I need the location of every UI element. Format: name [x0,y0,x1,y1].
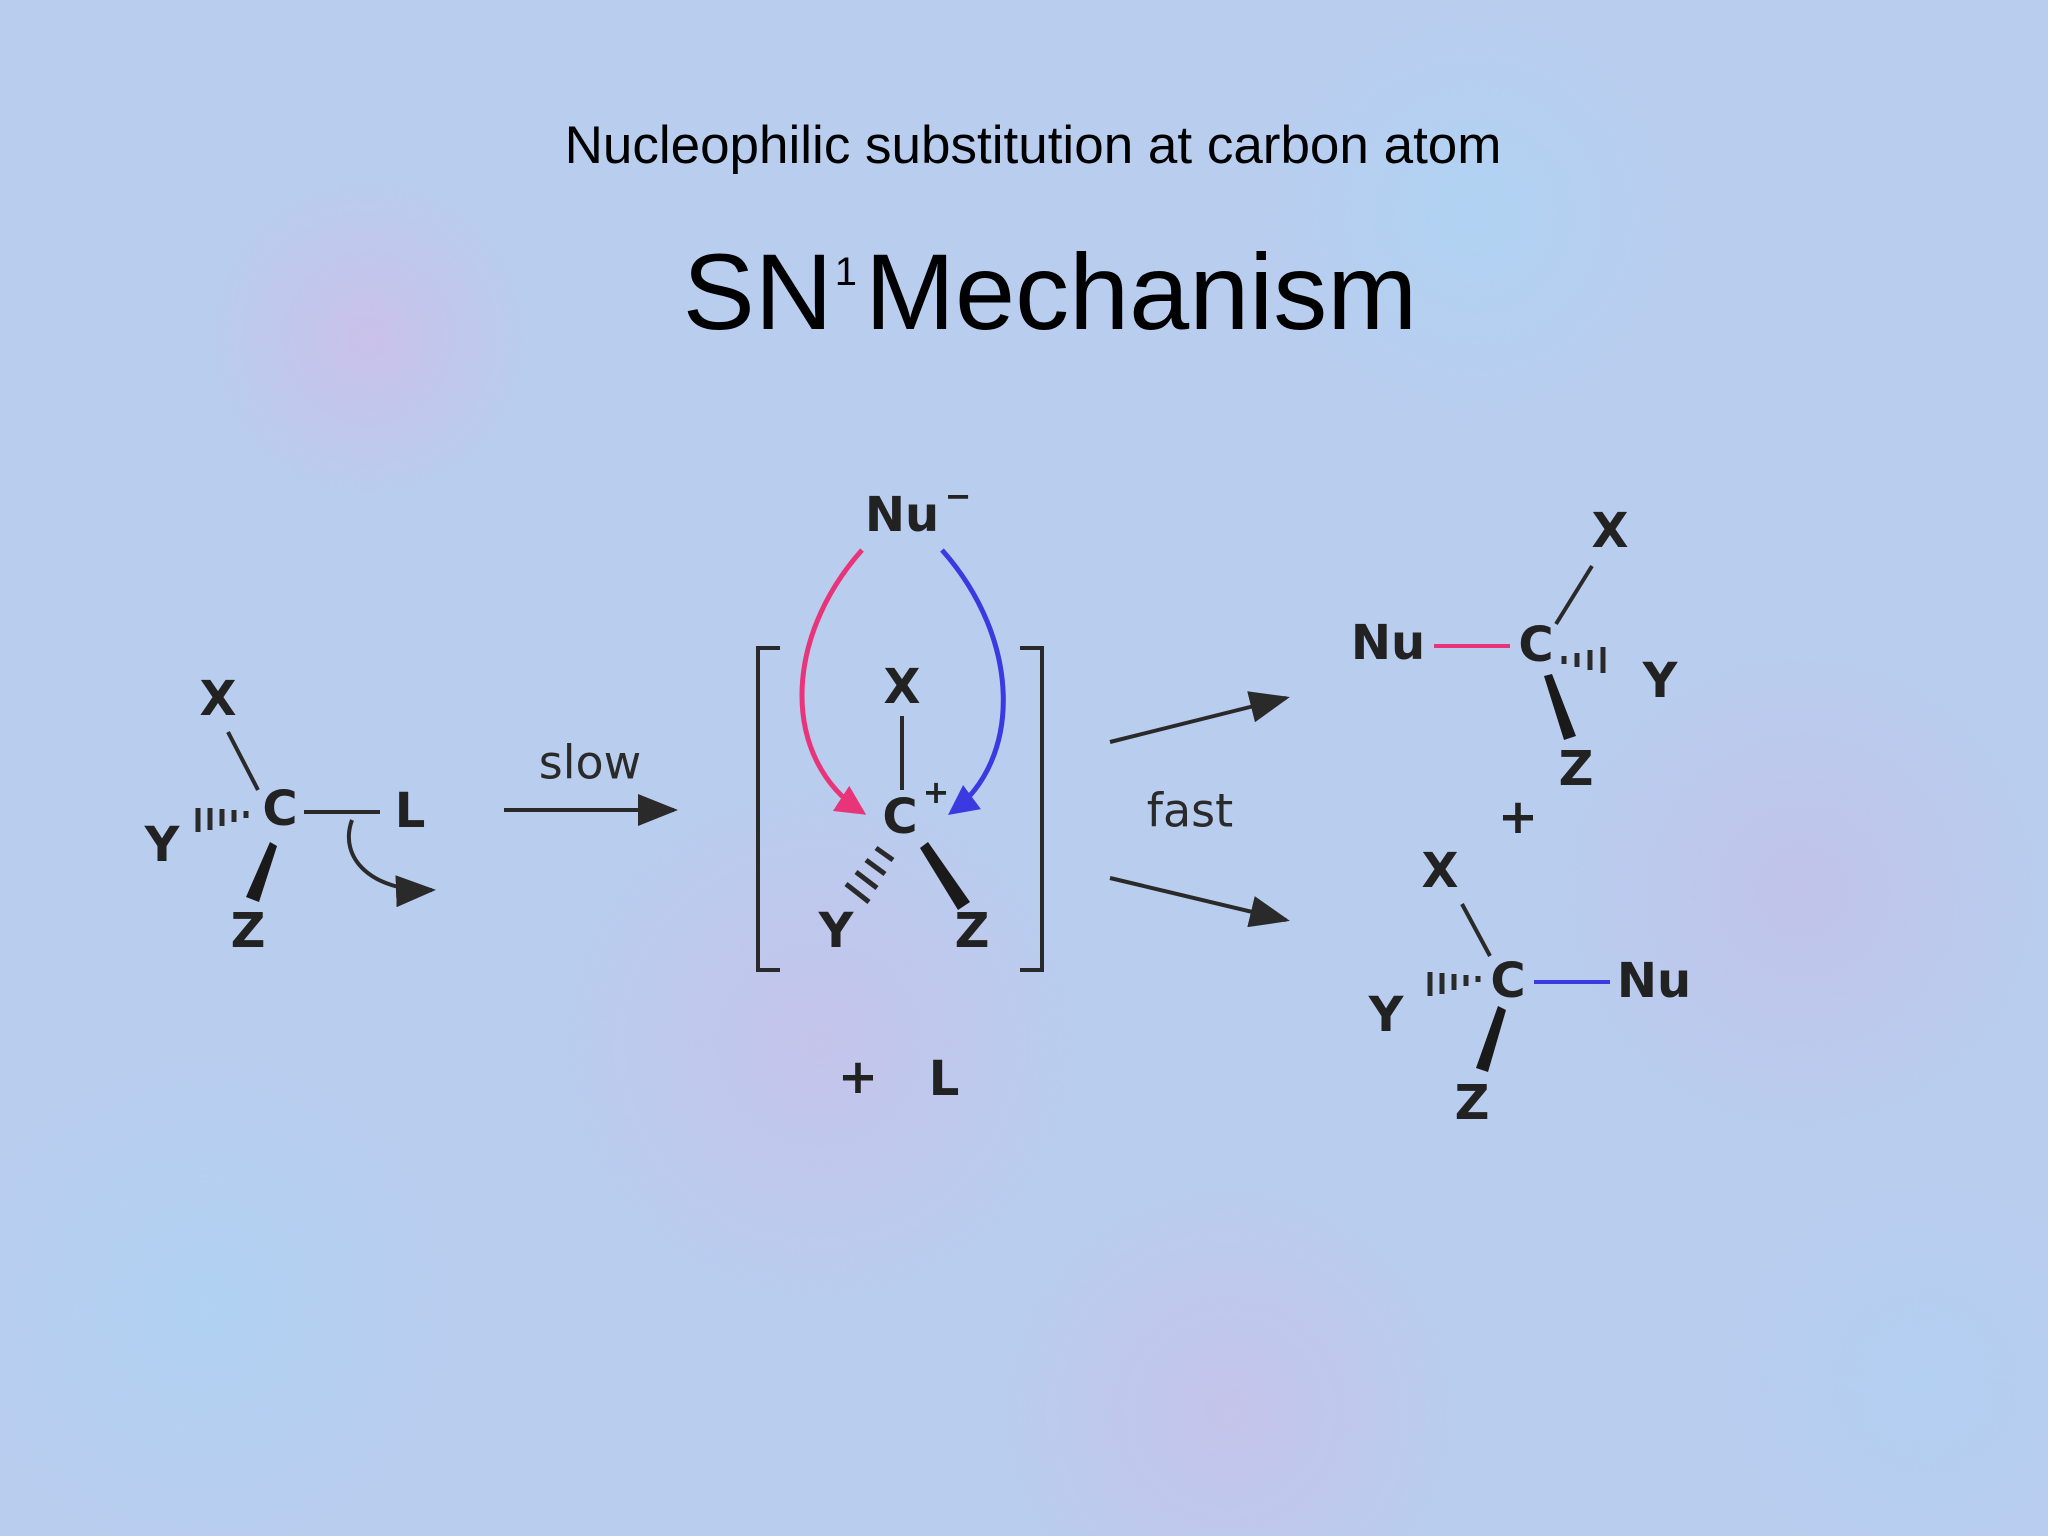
wedge-bond-c-z [246,842,277,902]
product1-y-label: Y [1642,653,1679,709]
nucleophile: Nu − [799,477,1006,815]
product-back-attack: X Y C Nu Z [1368,843,1692,1131]
intermediate-x-label: X [883,659,920,715]
product2-z-label: Z [1455,1075,1490,1131]
bond-c-x-product1 [1554,564,1594,626]
bond-c-x [226,731,260,791]
product1-c-label: C [1518,617,1553,673]
reactant-l-label: L [395,783,426,839]
bond-c-x-product2 [1460,903,1492,957]
product1-z-label: Z [1559,741,1594,797]
reactant-molecule: X Y C L Z [144,671,436,959]
reactant-c-label: C [262,781,297,837]
product1-nu-label: Nu [1351,615,1425,671]
carbocation-intermediate: X C + Y Z + L [756,646,1044,1107]
title-main: SN [682,231,833,352]
slow-label: slow [539,736,642,790]
reactant-z-label: Z [231,903,266,959]
slow-step: slow [504,736,678,826]
nucleophile-charge: − [945,477,972,515]
leaving-group-arrow [346,819,436,908]
intermediate-y-label: Y [818,903,855,959]
title-rest: Mechanism [865,231,1418,352]
front-attack-arrow [799,548,867,815]
left-bracket [756,646,780,972]
byproduct-plus: + [838,1049,878,1105]
slide-title: SN1Mechanism [0,212,2048,352]
hash-bond-c-y-intermediate [844,845,895,904]
intermediate-c-label: C [882,789,917,845]
intermediate-charge: + [923,773,950,811]
product-front-attack: Nu C X Y Z [1351,503,1679,797]
hash-bond-c-y-product2 [1427,972,1481,996]
product2-x-label: X [1421,843,1458,899]
fast-label: fast [1147,784,1233,838]
hash-bond-c-y-product1 [1561,647,1606,673]
nucleophile-symbol: Nu [865,487,939,543]
slide-subtitle: Nucleophilic substitution at carbon atom [564,116,1502,175]
intermediate-z-label: Z [955,903,990,959]
title-superscript: 1 [834,250,858,294]
products-plus: + [1498,789,1538,845]
reactant-y-label: Y [144,817,181,873]
fast-arrow-upper [1109,691,1290,744]
hash-bond-c-y [195,808,249,832]
byproduct-l-label: L [929,1051,960,1107]
wedge-bond-c-z-product2 [1476,1006,1506,1072]
wedge-bond-c-z-product1 [1544,674,1576,740]
product1-x-label: X [1591,503,1628,559]
product2-y-label: Y [1368,987,1405,1043]
back-attack-arrow [940,548,1006,815]
fast-arrow-lower [1109,876,1290,928]
wedge-bond-c-z-intermediate [920,842,970,910]
product2-c-label: C [1490,953,1525,1009]
reactant-x-label: X [199,671,236,727]
product2-nu-label: Nu [1617,953,1691,1009]
right-bracket [1020,646,1044,972]
fast-step: fast [1109,691,1290,928]
